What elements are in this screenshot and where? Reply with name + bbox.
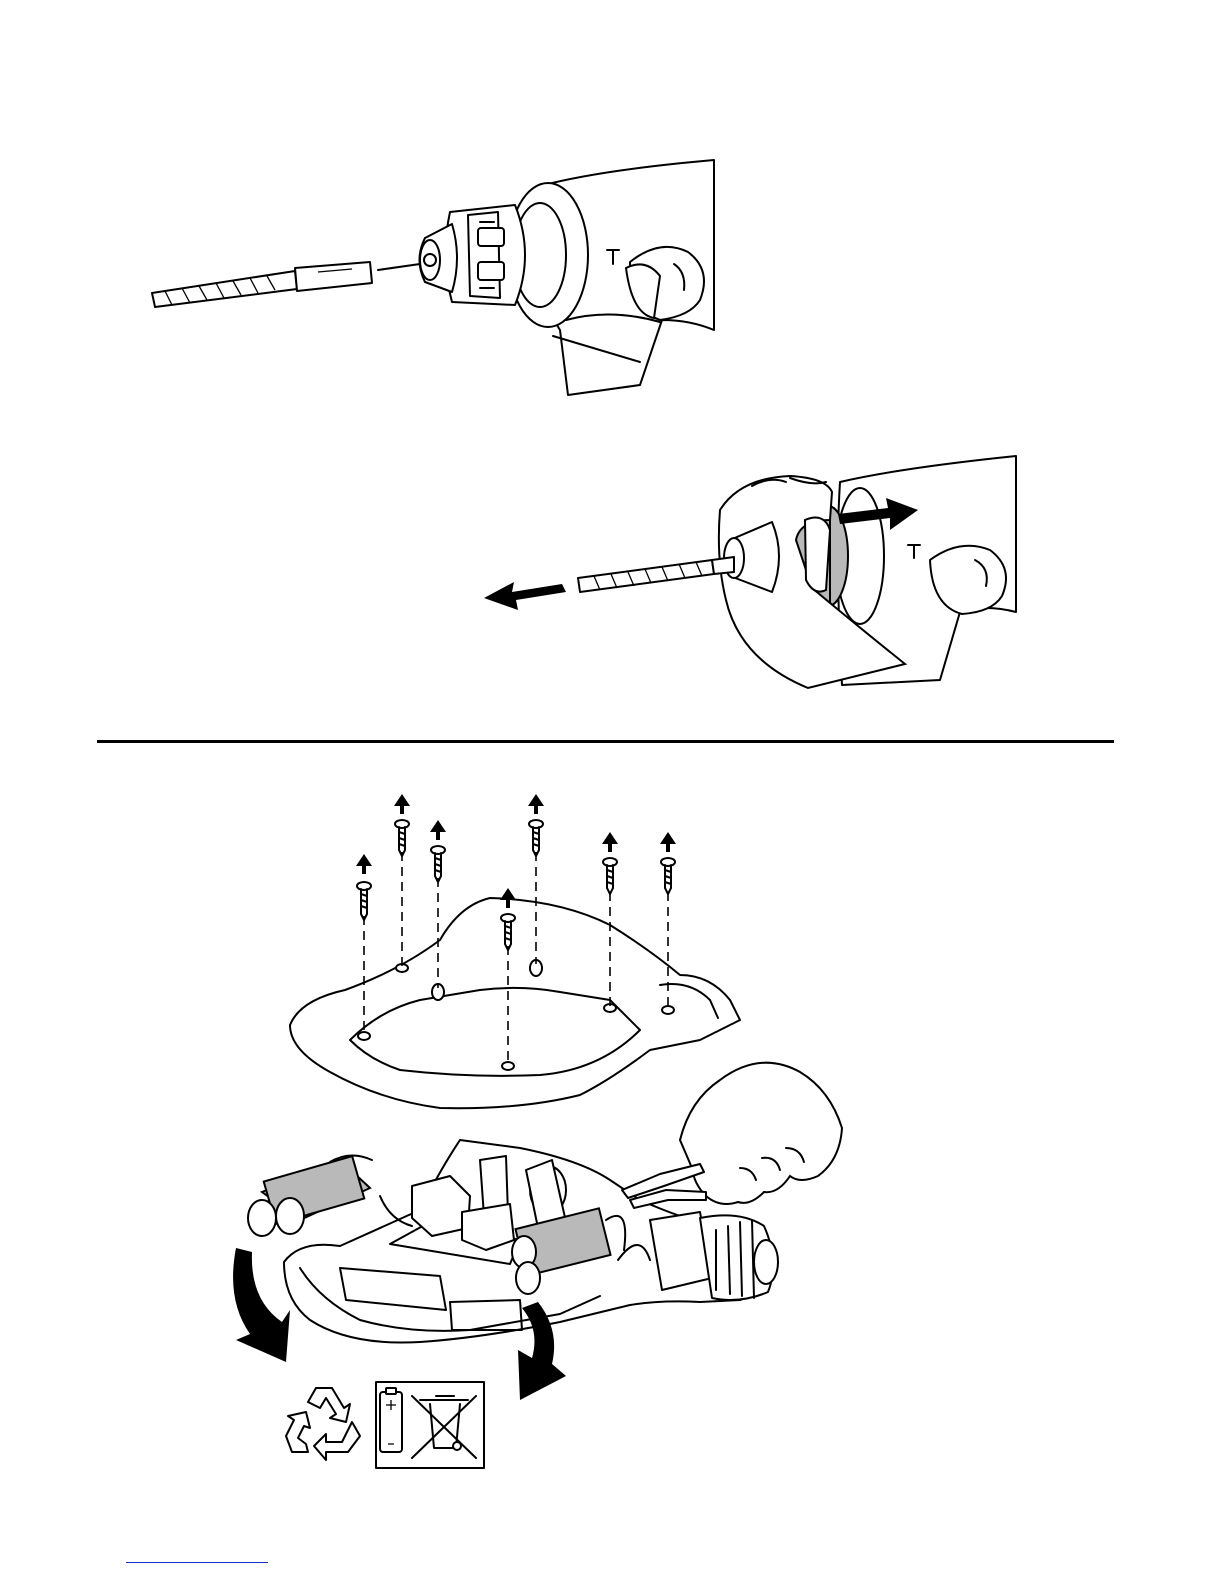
figure-remove-bit <box>0 440 1224 700</box>
drill-chuck-3 <box>650 1212 778 1300</box>
battery-icon <box>380 1388 402 1452</box>
drill-bit-2 <box>578 557 734 592</box>
section-divider <box>97 740 1114 743</box>
remove-left-arrow <box>233 1248 290 1362</box>
recycle-icon <box>286 1388 360 1460</box>
figure-battery-removal <box>0 780 1224 1480</box>
figure-insert-bit <box>0 0 1224 420</box>
pull-left-arrow <box>484 582 566 610</box>
footer-link-underline[interactable] <box>126 1562 268 1563</box>
drill-bit <box>152 262 420 307</box>
hand-with-pliers <box>680 1063 842 1204</box>
